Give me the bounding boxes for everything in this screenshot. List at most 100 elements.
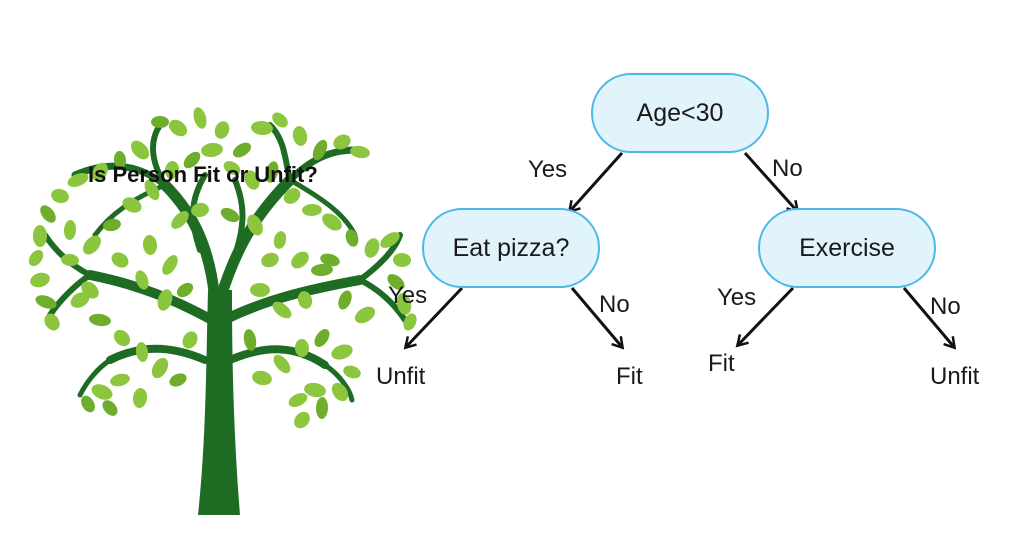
leaf-icon: [91, 384, 113, 400]
leaf-icon: [61, 253, 79, 267]
leaf-icon: [315, 397, 329, 419]
leaf-icon: [350, 145, 370, 159]
leaf-icon: [251, 120, 273, 136]
leaf-icon: [135, 342, 149, 362]
leaf-icon: [51, 188, 69, 204]
arrow-icon: [738, 286, 795, 345]
leaf-icon: [302, 203, 322, 217]
leaf-icon: [250, 282, 270, 298]
node-left: Eat pizza?: [422, 208, 600, 288]
leaf-icon: [201, 142, 223, 158]
leaf-icon: [387, 274, 405, 290]
leaf-icon: [151, 357, 169, 379]
leaf-icon: [380, 232, 400, 248]
leaf-icon: [292, 126, 308, 146]
leaf-icon: [364, 238, 380, 258]
leaf-icon: [157, 289, 173, 311]
leaf-icon: [272, 301, 292, 319]
leaf-icon: [333, 134, 351, 150]
leaf-icon: [83, 235, 101, 255]
leaf-icon: [35, 295, 57, 309]
arrow-icon: [406, 286, 464, 347]
leaf-icon: [252, 370, 272, 386]
edge-label-right-no: No: [930, 293, 961, 320]
edge-label-root-yes: Yes: [528, 156, 568, 183]
leaf-icon: [89, 313, 111, 327]
leaf-icon: [331, 344, 353, 360]
arrow-icon: [902, 287, 954, 347]
leaf-icon: [273, 231, 287, 249]
leaf-icon: [294, 339, 310, 357]
leaf-icon: [81, 281, 99, 299]
leaf-icon: [30, 272, 50, 288]
arrow-icon: [743, 151, 797, 211]
leaf-icon: [345, 229, 359, 247]
leaf-unfit-left: Unfit: [376, 363, 426, 390]
leaf-fit-left: Fit: [616, 363, 643, 390]
leaf-icon: [110, 373, 130, 387]
node-root: Age<30: [591, 73, 769, 153]
leaf-icon: [144, 179, 160, 201]
leaf-icon: [273, 354, 291, 374]
leaf-icon: [44, 313, 60, 331]
tree-illustration: [28, 107, 417, 515]
leaf-icon: [343, 365, 361, 379]
leaf-icon: [113, 329, 131, 347]
leaf-icon: [191, 202, 209, 218]
leaf-icon: [304, 382, 326, 398]
node-right: Exercise: [758, 208, 936, 288]
leaf-icon: [182, 331, 198, 349]
leaf-icon: [331, 382, 349, 402]
leaf-icon: [67, 173, 89, 187]
leaf-icon: [193, 107, 207, 129]
arrow-icon: [570, 151, 624, 211]
leaf-unfit-right: Unfit: [930, 363, 980, 390]
leaf-icon: [232, 142, 252, 158]
leaf-icon: [288, 393, 308, 407]
leaf-icon: [142, 235, 158, 255]
leaf-icon: [291, 251, 309, 269]
leaf-icon: [171, 211, 189, 229]
leaf-icon: [403, 313, 417, 331]
leaf-icon: [322, 213, 342, 231]
edge-label-root-no: No: [772, 155, 803, 182]
leaf-icon: [40, 205, 56, 223]
leaf-icon: [162, 255, 178, 275]
leaf-icon: [168, 119, 188, 137]
leaf-icon: [92, 162, 108, 182]
leaf-icon: [338, 290, 352, 310]
leaf-icon: [102, 400, 118, 416]
leaf-icon: [396, 293, 412, 315]
edge-label-left-yes: Yes: [388, 282, 428, 309]
leaf-icon: [223, 161, 241, 175]
leaf-icon: [320, 253, 340, 267]
leaf-icon: [63, 220, 77, 240]
leaf-icon: [220, 207, 240, 223]
leaf-fit-right: Fit: [708, 350, 735, 377]
arrow-icon: [570, 287, 622, 347]
edges: [406, 151, 954, 347]
tree-trunk: [198, 290, 240, 515]
leaf-icon: [247, 214, 263, 236]
leaf-icon: [294, 411, 310, 429]
leaf-icon: [70, 292, 90, 308]
leaf-icon: [169, 373, 187, 387]
leaf-icon: [312, 139, 328, 161]
leaf-icon: [243, 329, 257, 351]
edge-label-left-no: No: [599, 291, 630, 318]
leaf-icon: [151, 116, 169, 128]
leaf-icon: [311, 263, 333, 277]
leaf-icon: [183, 151, 201, 169]
leaf-icon: [261, 252, 279, 268]
leaf-icon: [113, 151, 127, 169]
leaf-icon: [314, 329, 330, 347]
leaf-icon: [354, 306, 376, 324]
leaf-icon: [135, 270, 149, 290]
leaf-icon: [103, 218, 121, 232]
leaf-icon: [132, 388, 148, 408]
leaf-icon: [122, 197, 142, 213]
leaf-icon: [164, 161, 180, 179]
leaf-icon: [176, 282, 194, 298]
leaf-icon: [265, 161, 279, 183]
